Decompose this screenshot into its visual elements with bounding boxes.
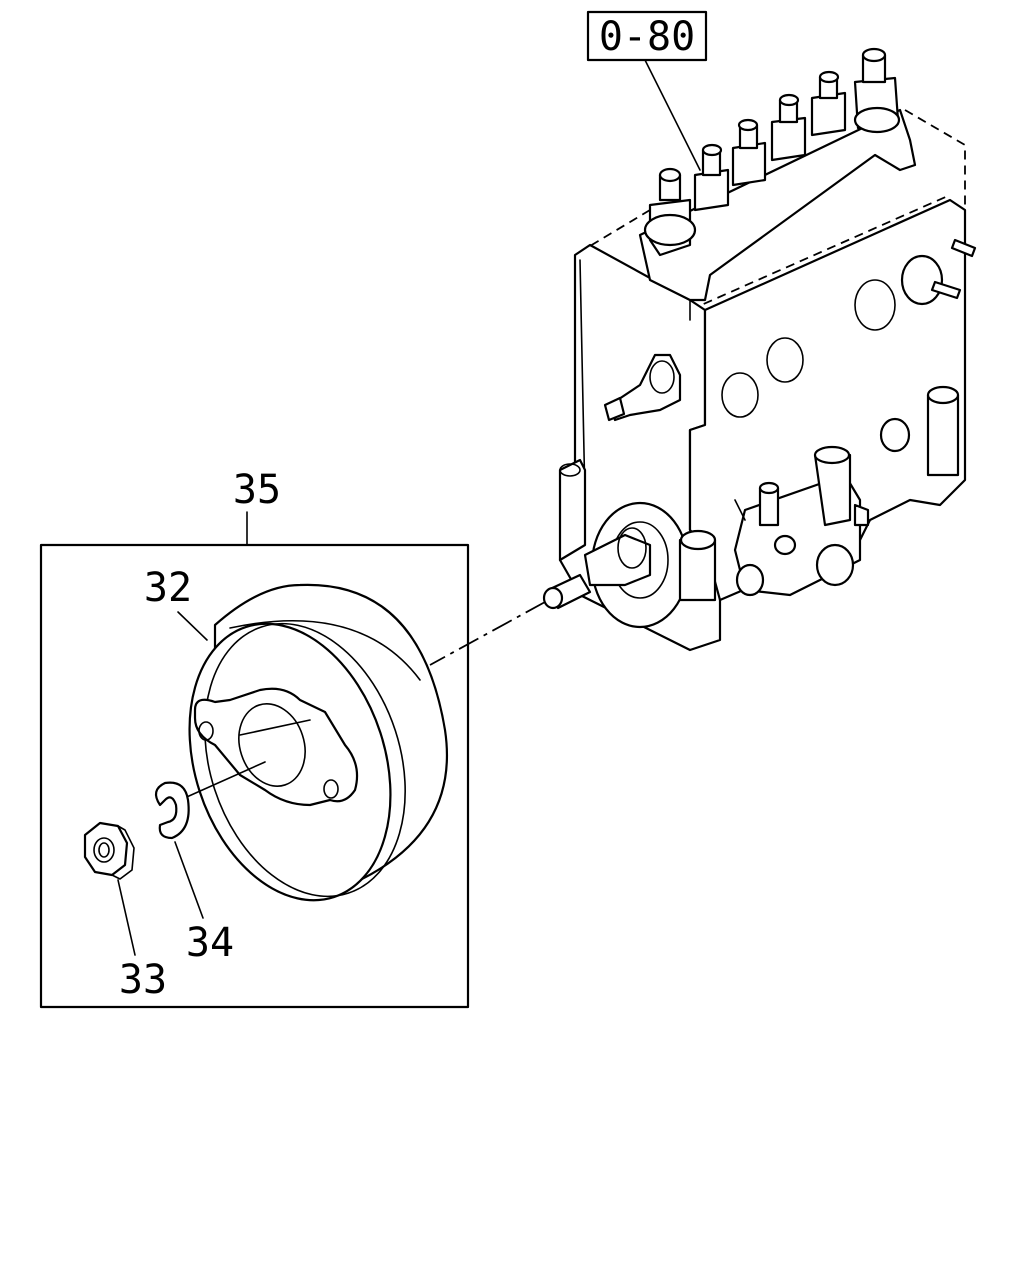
inner-centerline	[179, 761, 266, 801]
leader-34	[174, 841, 204, 919]
coupling-drum	[188, 583, 449, 902]
leader-33	[117, 879, 136, 956]
callout-34: 34	[186, 920, 234, 966]
injection-pump	[542, 47, 977, 652]
callout-32: 32	[144, 565, 192, 611]
callout-33: 33	[119, 957, 167, 1003]
callout-35: 35	[233, 467, 281, 513]
kit-frame	[39, 543, 470, 1009]
reference-label: 0-80	[599, 14, 695, 60]
reference-callout: 0-80	[586, 10, 708, 171]
reference-leader	[644, 59, 701, 171]
leader-32	[177, 611, 208, 641]
lock-washer	[154, 781, 190, 840]
shaft-centerline	[429, 601, 546, 666]
hex-nut	[83, 821, 135, 880]
reference-frame	[586, 10, 708, 62]
delivery-valves	[638, 47, 917, 302]
